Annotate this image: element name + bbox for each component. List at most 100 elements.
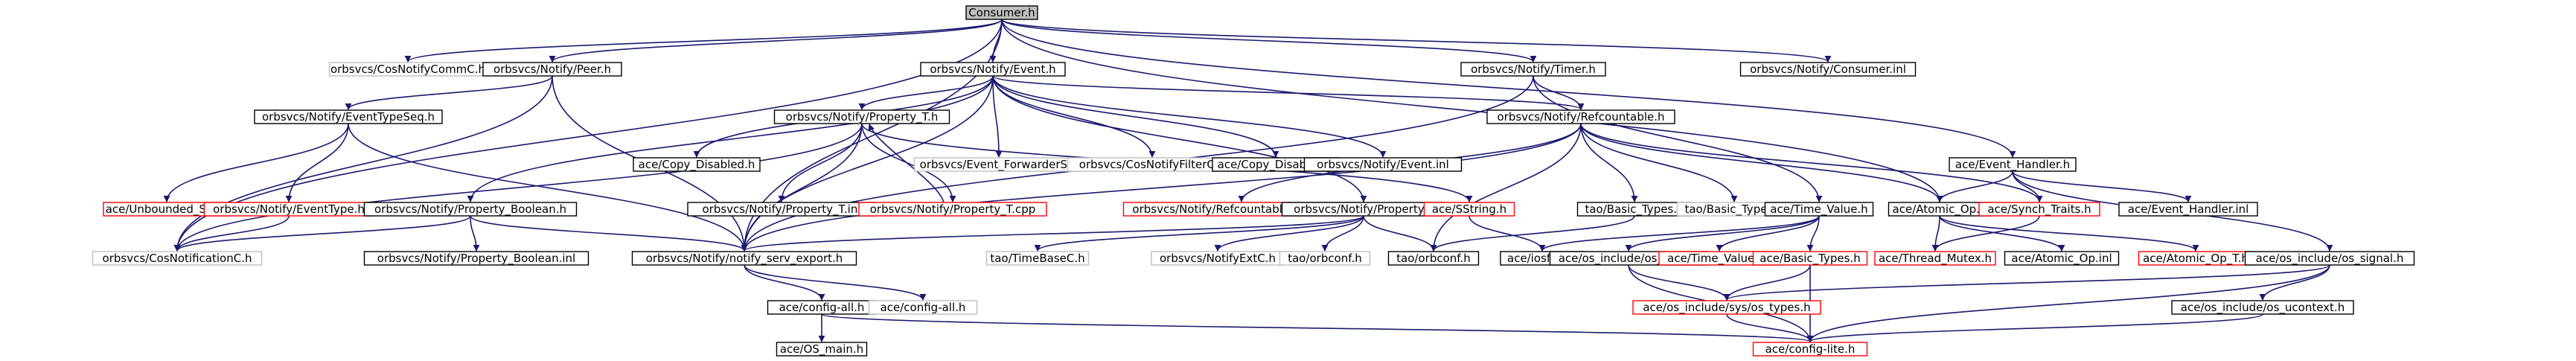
node-atomic-op-t-h[interactable]: ace/Atomic_Op_T.h [2138, 251, 2254, 266]
node-event-forwarders-h[interactable]: orbsvcs/Event_ForwarderS.h [913, 157, 1084, 172]
edge-property-h-to-timebasec-h [1034, 215, 1364, 252]
node-label: ace/Time_Value.inl [1667, 252, 1771, 266]
node-sstring-h[interactable]: ace/SString.h [1423, 202, 1515, 217]
node-atomic-op-h[interactable]: ace/Atomic_Op.h [1888, 202, 1992, 217]
node-label: tao/TimeBaseC.h [990, 252, 1084, 265]
edge-property-t-h-to-property-t-inl [778, 123, 863, 202]
node-thread-mutex-h[interactable]: ace/Thread_Mutex.h [1874, 251, 1996, 266]
node-timebasec-h[interactable]: tao/TimeBaseC.h [985, 251, 1090, 266]
node-box [1486, 109, 1675, 124]
edge-event-handler-h-to-synch-traits-h [2012, 170, 2043, 202]
node-label: ace/SString.h [1432, 202, 1506, 216]
node-box [2118, 202, 2258, 217]
edge-event-handler-h-to-atomic-op-h [1936, 170, 2013, 202]
edge-os-signal-h-to-config-lite-h [1806, 264, 2330, 342]
node-cosnotificationc-h[interactable]: orbsvcs/CosNotificationC.h [92, 251, 263, 266]
node-config-all-h[interactable]: ace/config-all.h [767, 300, 877, 315]
node-time-value-inl[interactable]: ace/Time_Value.inl [1658, 251, 1780, 266]
node-unbounded-set-h[interactable]: ace/Unbounded_Set.h [103, 202, 231, 217]
edge-property-boolean-h-to-notify-serv-export-h [470, 215, 748, 252]
node-notify-serv-export-h[interactable]: orbsvcs/Notify/notify_serv_export.h [631, 251, 857, 266]
node-atomic-op-inl[interactable]: ace/Atomic_Op.inl [2004, 251, 2120, 266]
node-label: ace/Unbounded_Set.h [106, 202, 228, 217]
edge-time-value-h-to-os-time-h [1625, 215, 1820, 252]
node-orbconf-h-ext[interactable]: tao/orbconf.h [1279, 251, 1371, 266]
node-consumer-h[interactable]: Consumer.h [965, 5, 1038, 20]
node-label: orbsvcs/Notify/Property_T.inl [702, 202, 860, 217]
node-label: orbsvcs/Notify/Property_T.h [786, 110, 939, 124]
node-os-ucontext-h[interactable]: ace/os_include/os_ucontext.h [2171, 300, 2354, 315]
node-box [858, 202, 1047, 217]
node-box [773, 109, 950, 124]
edge-tao-basic-types-h-to-orbconf-h [1430, 215, 1635, 252]
node-config-all-h-ext[interactable]: ace/config-all.h [868, 300, 978, 315]
node-property-boolean-h[interactable]: orbsvcs/Notify/Property_Boolean.h [363, 202, 578, 217]
node-box [633, 157, 761, 172]
node-eventtype-h[interactable]: orbsvcs/Notify/EventType.h [203, 202, 374, 217]
node-label: orbsvcs/CosNotifyCommC.h [330, 63, 485, 76]
node-label: orbsvcs/Notify/EventTypeSeq.h [262, 110, 435, 124]
node-label: orbsvcs/CosNotificationC.h [103, 252, 252, 265]
edge-eventtypeseq-h-to-unbounded-set-h [163, 123, 349, 202]
edge-timer-h-to-time-value-h [1533, 75, 1823, 202]
node-os-main-h[interactable]: ace/OS_main.h [776, 342, 868, 357]
node-timer-h[interactable]: orbsvcs/Notify/Timer.h [1460, 62, 1606, 77]
node-cosnotifycommc-h[interactable]: orbsvcs/CosNotifyCommC.h [328, 62, 488, 77]
node-label: ace/Synch_Traits.h [1987, 202, 2091, 217]
node-label: tao/orbconf.h [1288, 252, 1362, 265]
node-tao-basic-types-h-ext[interactable]: tao/Basic_Types.h [1676, 202, 1792, 217]
node-synch-traits-h[interactable]: ace/Synch_Traits.h [1978, 202, 2100, 217]
edge-time-value-h-to-ace-basic-types-h [1806, 215, 1820, 252]
node-property-t-inl[interactable]: orbsvcs/Notify/Property_T.inl [687, 202, 876, 217]
node-os-signal-h[interactable]: ace/os_include/os_signal.h [2244, 251, 2415, 266]
node-label: ace/Thread_Mutex.h [1879, 252, 1992, 266]
node-eventtypeseq-h[interactable]: orbsvcs/Notify/EventTypeSeq.h [254, 109, 443, 124]
node-box [1423, 202, 1515, 217]
node-label: orbsvcs/Notify/Consumer.inl [1750, 63, 1906, 76]
node-box [631, 251, 857, 266]
node-box [920, 62, 1066, 77]
node-label: ace/OS_main.h [780, 342, 863, 357]
node-label: ace/Atomic_Op.inl [2011, 252, 2112, 266]
node-peer-h[interactable]: orbsvcs/Notify/Peer.h [482, 62, 622, 77]
edge-property-t-h-to-cosnotificationc-h [173, 123, 863, 252]
edge-refcountable-h-to-orbconf-h [1430, 123, 1582, 252]
node-time-value-h[interactable]: ace/Time_Value.h [1764, 202, 1874, 217]
node-label: orbsvcs/Notify/Peer.h [493, 63, 611, 76]
node-box [1949, 157, 2077, 172]
node-property-t-h[interactable]: orbsvcs/Notify/Property_T.h [773, 109, 950, 124]
node-event-handler-inl[interactable]: ace/Event_Handler.inl [2118, 202, 2258, 217]
node-label: ace/os_include/sys/os_types.h [1643, 301, 1810, 315]
node-orbconf-h[interactable]: tao/orbconf.h [1387, 251, 1480, 266]
node-config-lite-h[interactable]: ace/config-lite.h [1752, 342, 1868, 357]
edge-property-boolean-h-to-property-boolean-inl [470, 215, 480, 252]
edge-event-handler-h-to-event-handler-inl [2012, 170, 2192, 202]
edge-consumer-h-to-atomic-op-h [1001, 19, 1943, 202]
edge-event-h-to-property-h [992, 75, 1367, 202]
node-label: tao/orbconf.h [1396, 252, 1471, 265]
node-cosnotifyfilterc-h[interactable]: orbsvcs/CosNotifyFilterC.h [1067, 157, 1238, 172]
node-tao-basic-types-h[interactable]: tao/Basic_Types.h [1576, 202, 1693, 217]
node-box [363, 202, 578, 217]
edge-property-h-to-notifyextc-h [1214, 215, 1364, 252]
node-sys-os-types-h[interactable]: ace/os_include/sys/os_types.h [1632, 300, 1821, 315]
node-property-t-cpp[interactable]: orbsvcs/Notify/Property_T.cpp [858, 202, 1047, 217]
node-event-h[interactable]: orbsvcs/Notify/Event.h [920, 62, 1066, 77]
node-ace-basic-types-h[interactable]: ace/Basic_Types.h [1752, 251, 1868, 266]
edge-refcountable-h-to-atomic-op-h [1580, 123, 1943, 202]
node-event-handler-h[interactable]: ace/Event_Handler.h [1949, 157, 2077, 172]
node-label: orbsvcs/Event_ForwarderS.h [920, 158, 1078, 172]
node-consumer-inl[interactable]: orbsvcs/Notify/Consumer.inl [1739, 62, 1917, 77]
edge-event-h-to-event-inl [992, 75, 1387, 158]
node-box [1303, 157, 1463, 172]
node-copy-disabled-h-1[interactable]: ace/Copy_Disabled.h [633, 157, 761, 172]
node-label: ace/config-all.h [880, 301, 966, 314]
node-refcountable-h[interactable]: orbsvcs/Notify/Refcountable.h [1486, 109, 1675, 124]
edge-event-h-to-refcountable-h [992, 75, 1585, 110]
node-property-boolean-inl[interactable]: orbsvcs/Notify/Property_Boolean.inl [363, 251, 589, 266]
node-event-inl[interactable]: orbsvcs/Notify/Event.inl [1303, 157, 1463, 172]
edge-timer-h-to-refcountable-h [1533, 75, 1585, 110]
edge-notify-serv-export-h-to-config-all-h-ext [744, 264, 927, 301]
node-property-h[interactable]: orbsvcs/Notify/Property.h [1281, 202, 1446, 217]
node-notifyextc-h[interactable]: orbsvcs/NotifyExtC.h [1151, 251, 1285, 266]
